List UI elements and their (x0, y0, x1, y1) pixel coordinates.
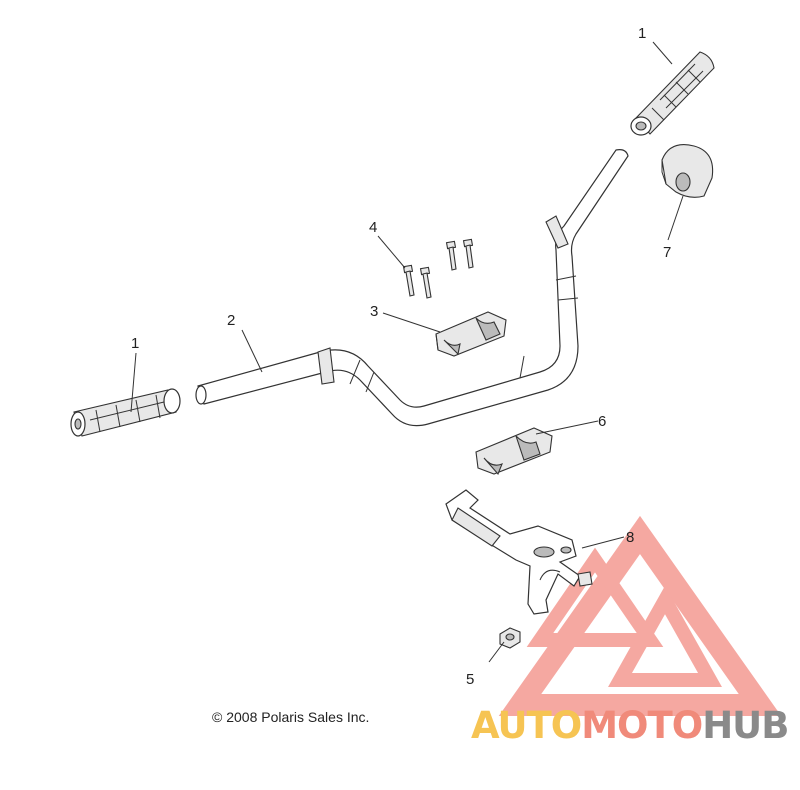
watermark-wordmark: AUTOMOTOHUB (471, 704, 789, 747)
nut-part (499, 627, 521, 649)
callout-1-right: 1 (638, 25, 646, 42)
callout-7: 7 (663, 244, 671, 261)
grip-right (630, 51, 715, 136)
callout-3: 3 (370, 303, 378, 320)
callout-6: 6 (598, 413, 606, 430)
watermark-part-auto: AUTO (471, 704, 582, 747)
watermark-logo-icon (498, 515, 782, 716)
grip-left (70, 388, 181, 437)
copyright-notice: © 2008 Polaris Sales Inc. (212, 709, 370, 725)
watermark-part-hub: HUB (702, 704, 789, 747)
callout-4: 4 (369, 219, 377, 236)
watermark-part-moto: MOTO (581, 704, 703, 747)
callout-8: 8 (626, 529, 634, 546)
clamp-lower-part (475, 427, 553, 476)
clamp-upper-part (435, 311, 507, 357)
callout-1-left: 1 (131, 335, 139, 352)
leader-lines (130, 41, 684, 663)
pad-part (661, 144, 714, 198)
callout-2: 2 (227, 312, 235, 329)
bolts-part (402, 238, 474, 299)
handlebar-part (195, 149, 629, 427)
callout-5: 5 (466, 671, 474, 688)
bracket-part (445, 489, 593, 615)
